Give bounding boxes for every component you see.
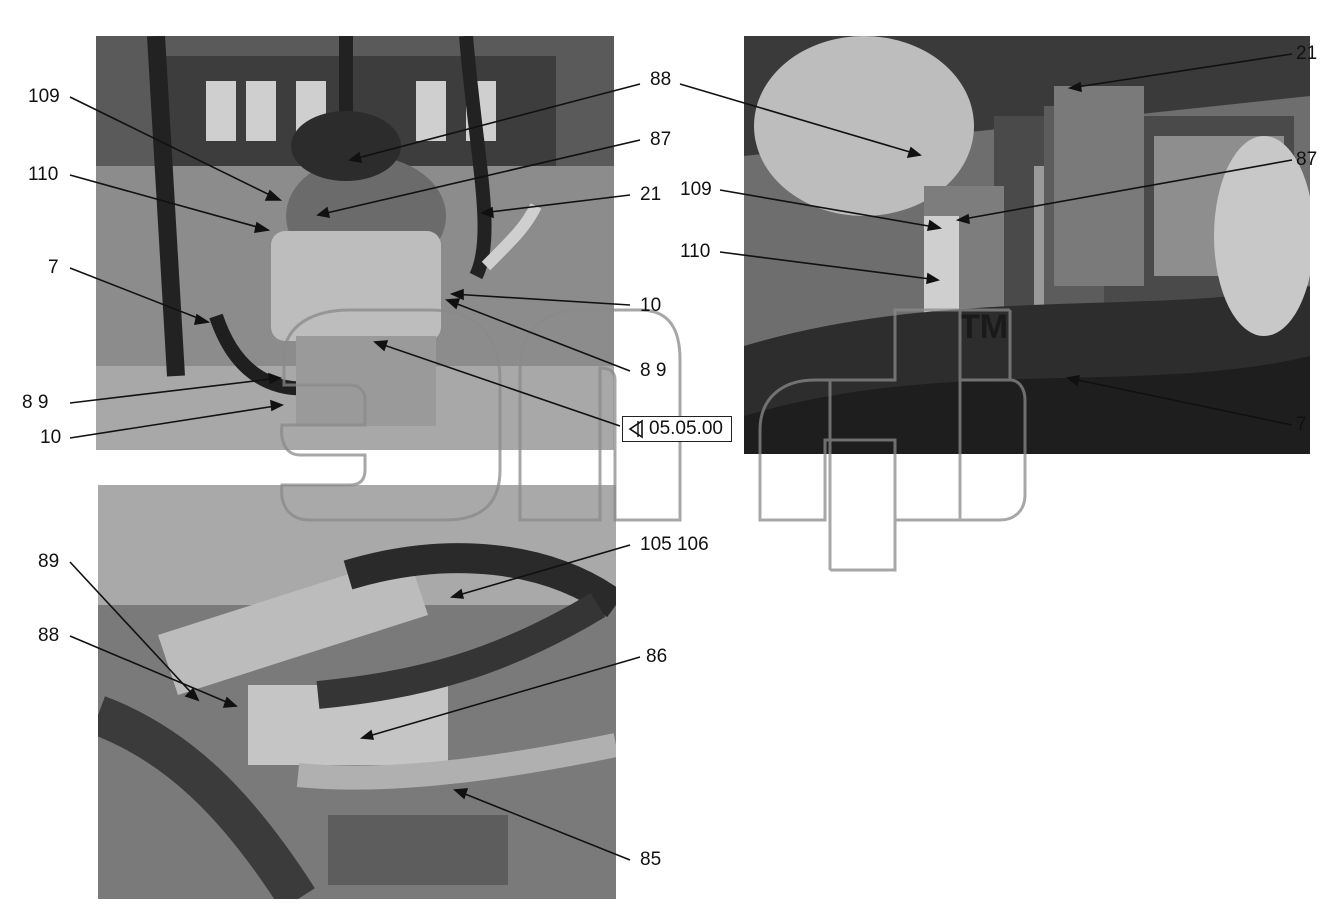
callout-109-top-left: 109	[28, 86, 60, 107]
callout-85-bottom-left: 85	[640, 849, 662, 870]
callout-109-top-right: 109	[680, 179, 712, 200]
callout-110-top-right: 110	[680, 241, 711, 262]
callout-7-top-left: 7	[48, 257, 59, 278]
callout-7-top-right: 7	[1296, 414, 1307, 435]
arrow-left-icon	[628, 419, 643, 439]
callout-21-top-right: 21	[1296, 43, 1318, 64]
callout-88-bottom-left: 88	[38, 625, 60, 646]
reference-link[interactable]: 05.05.00	[622, 416, 732, 442]
callout-87-top-left: 87	[650, 129, 672, 150]
photo-bottom-left	[98, 485, 616, 899]
photo-top-left	[96, 36, 614, 450]
callout-105-106-bottom-left: 105 106	[640, 534, 709, 555]
callout-87-top-right: 87	[1296, 149, 1318, 170]
watermark-logo	[280, 308, 1027, 572]
reference-text: 05.05.00	[649, 418, 723, 439]
callout-89-bottom-left: 89	[38, 551, 60, 572]
leader-lines	[69, 53, 1293, 861]
callout-21-top-left: 21	[640, 184, 662, 205]
callout-10-top-left-right: 10	[640, 295, 662, 316]
photo-top-right: TM	[744, 36, 1310, 454]
callout-8-9-top-left-right: 8 9	[640, 360, 667, 381]
callout-8-9-top-left: 8 9	[22, 392, 49, 413]
callout-10-top-left: 10	[40, 427, 62, 448]
callout-110-top-left: 110	[28, 164, 59, 185]
callout-86-bottom-left: 86	[646, 646, 668, 667]
trademark-mark: TM	[959, 308, 1009, 346]
callout-88-top-left: 88	[650, 69, 672, 90]
